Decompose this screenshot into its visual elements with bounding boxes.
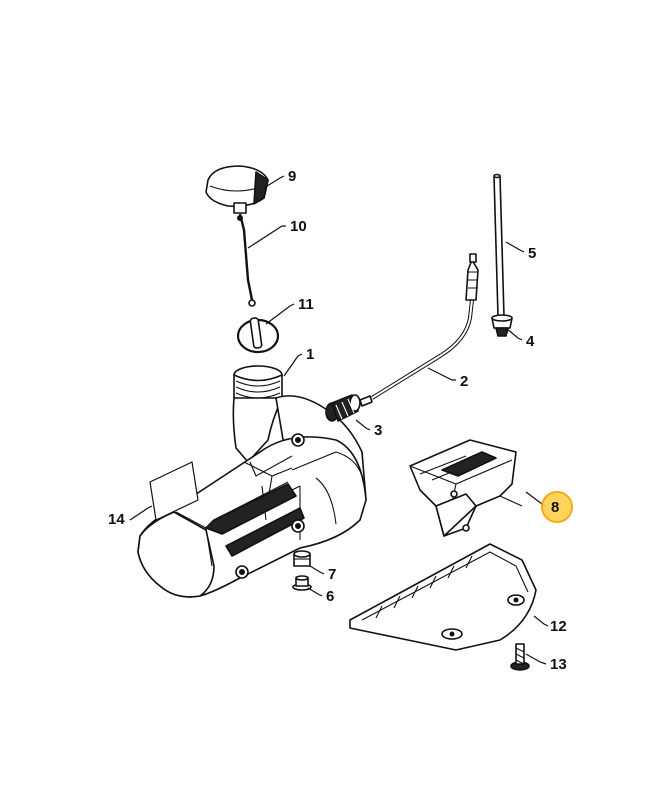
label-part-7[interactable]: 7: [328, 566, 336, 583]
label-part-3[interactable]: 3: [374, 422, 382, 439]
label-part-11[interactable]: 11: [298, 296, 314, 313]
label-part-12[interactable]: 12: [550, 618, 567, 635]
part-4-tank-vent[interactable]: [491, 314, 513, 337]
part-6-sleeve[interactable]: [292, 575, 312, 591]
label-part-4[interactable]: 4: [526, 333, 535, 350]
part-9-fuel-cap[interactable]: [205, 165, 269, 214]
label-part-8[interactable]: 8: [551, 499, 559, 516]
part-11-ring[interactable]: [236, 317, 280, 354]
label-part-6[interactable]: 6: [326, 588, 334, 605]
part-12-cover-plate[interactable]: [349, 543, 537, 651]
label-part-10[interactable]: 10: [290, 218, 307, 235]
part-1-fuel-tank[interactable]: [137, 365, 367, 598]
part-13-screw[interactable]: [510, 643, 530, 671]
label-part-9[interactable]: 9: [288, 168, 296, 185]
part-8-bracket[interactable]: [409, 439, 523, 537]
part-3-filter[interactable]: [325, 394, 373, 422]
part-7-grommet[interactable]: [293, 550, 311, 567]
part-14-label-sticker[interactable]: [149, 461, 199, 521]
label-part-1[interactable]: 1: [306, 346, 314, 363]
label-part-13[interactable]: 13: [550, 656, 567, 673]
part-10-cord[interactable]: [237, 213, 256, 307]
label-part-2[interactable]: 2: [460, 373, 468, 390]
part-5-vent-tube[interactable]: [493, 173, 505, 317]
label-part-14[interactable]: 14: [108, 511, 125, 528]
highlight-marker: [541, 491, 573, 523]
part-2-fuel-hose[interactable]: [370, 253, 479, 400]
label-part-5[interactable]: 5: [528, 245, 536, 262]
